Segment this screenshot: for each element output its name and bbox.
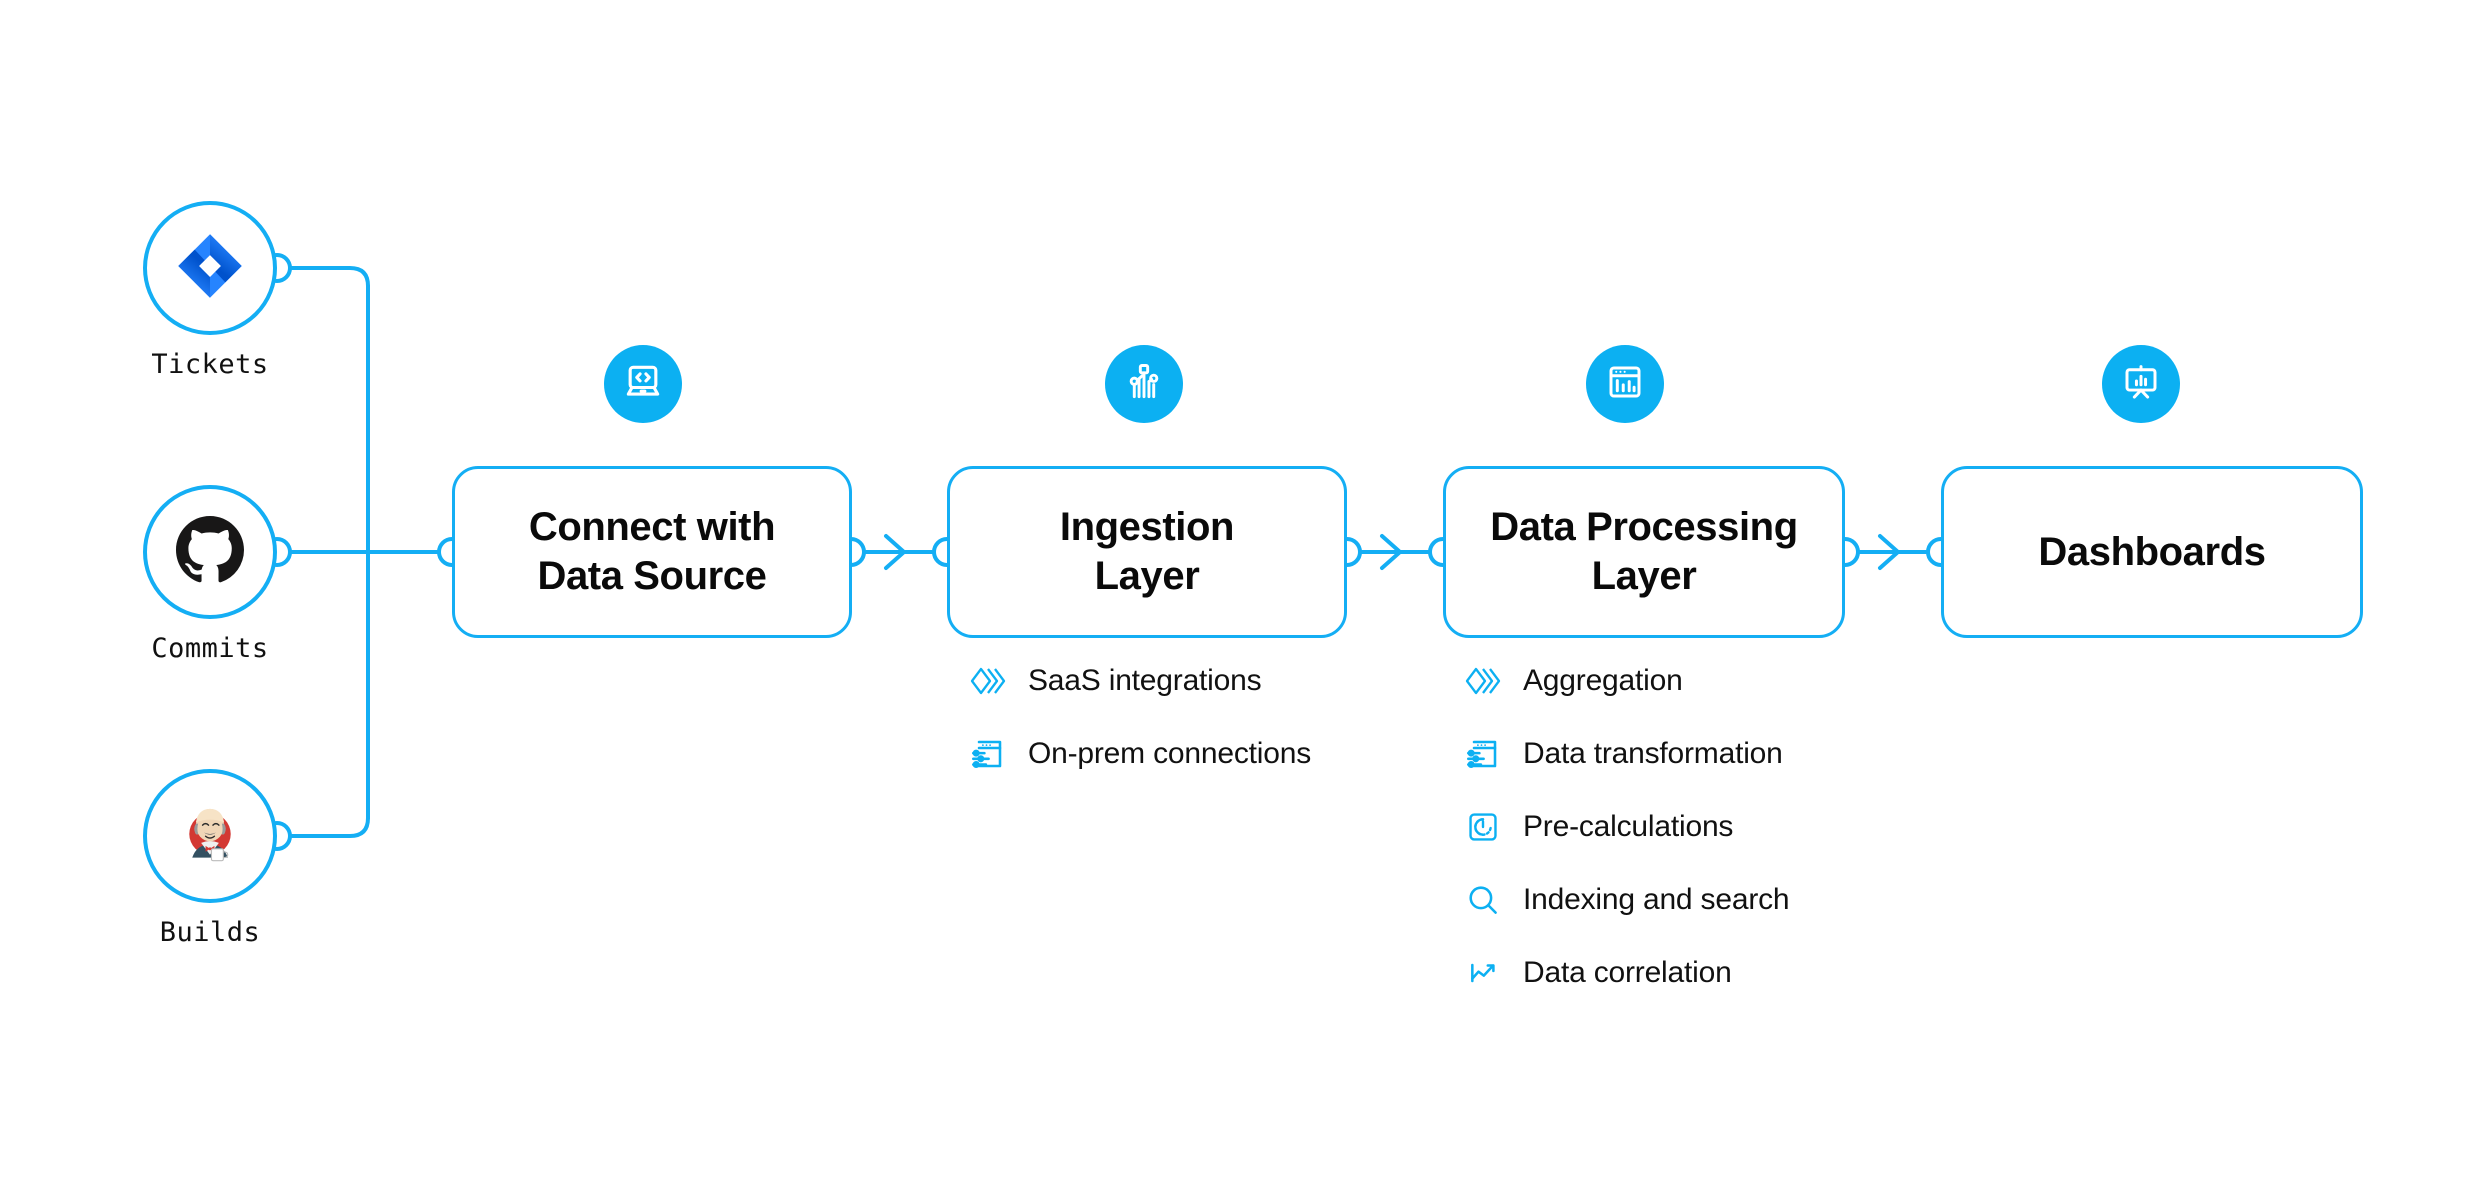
source-node-tickets[interactable]: Tickets [143,201,277,380]
circuit-nodes-icon-badge [1105,345,1183,423]
source-node-commits[interactable]: Commits [143,485,277,664]
stage-title: Data Processing Layer [1472,503,1815,601]
window-barchart-icon [1604,361,1646,408]
presentation-chart-icon [2120,361,2162,408]
feature-label: On-prem connections [1028,736,1312,770]
stage-box-connect-with-data-source[interactable]: Connect with Data Source [452,466,852,638]
jenkins-logo-icon [173,797,247,876]
stage-title-line1: Ingestion [1059,505,1235,550]
source-label-builds: Builds [159,917,261,948]
stage-box-dashboards[interactable]: Dashboards [1941,466,2363,638]
source-ring [143,769,277,903]
circuit-nodes-icon [1122,360,1166,409]
window-sliders-icon [1463,734,1503,774]
feature-list-data-processing: Aggregation Data transformation [1463,644,1790,1009]
timer-square-icon [1463,807,1503,847]
window-barchart-icon-badge [1586,345,1664,423]
feature-label: Indexing and search [1523,882,1790,916]
stage-title: Ingestion Layer [1042,503,1252,601]
source-label-tickets: Tickets [151,349,269,380]
laptop-code-icon-badge [604,345,682,423]
stage-title-line1: Dashboards [2038,529,2266,574]
window-sliders-icon [968,734,1008,774]
line-chart-icon [1463,953,1503,993]
stage-title: Dashboards [2020,528,2283,577]
feature-label: Aggregation [1523,663,1683,697]
source-ring [143,201,277,335]
feature-label: Data correlation [1523,955,1732,989]
stage-title-line2: Layer [1094,554,1200,598]
feature-item[interactable]: Aggregation [1463,644,1789,717]
stage-title-line1: Data Processing [1490,505,1798,550]
stage-title-line2: Layer [1591,554,1697,598]
feature-label: Pre-calculations [1523,809,1734,843]
github-logo-icon [176,515,244,589]
feature-label: Data transformation [1523,736,1783,770]
jira-logo-icon [175,231,245,306]
feature-item[interactable]: Data transformation [1463,717,1789,790]
layered-chevrons-icon [1463,661,1503,701]
stage-box-ingestion-layer[interactable]: Ingestion Layer [947,466,1347,638]
feature-item[interactable]: Pre-calculations [1463,790,1789,863]
source-label-commits: Commits [151,633,269,664]
feature-list-ingestion: SaaS integrations On-prem conne [968,644,1311,790]
feature-item[interactable]: Indexing and search [1463,863,1790,936]
feature-label: SaaS integrations [1028,663,1262,697]
layered-chevrons-icon [968,661,1008,701]
laptop-code-icon [621,360,665,409]
stage-box-data-processing-layer[interactable]: Data Processing Layer [1443,466,1845,638]
source-node-builds[interactable]: Builds [143,769,277,948]
presentation-chart-icon-badge [2102,345,2180,423]
stage-title: Connect with Data Source [511,503,793,601]
stage-title-line2: Data Source [537,554,767,598]
feature-item[interactable]: Data correlation [1463,936,1789,1009]
stage-title-line1: Connect with [528,505,776,550]
magnifier-icon [1463,880,1503,920]
feature-item[interactable]: SaaS integrations [968,644,1311,717]
source-ring [143,485,277,619]
feature-item[interactable]: On-prem connections [968,717,1311,790]
